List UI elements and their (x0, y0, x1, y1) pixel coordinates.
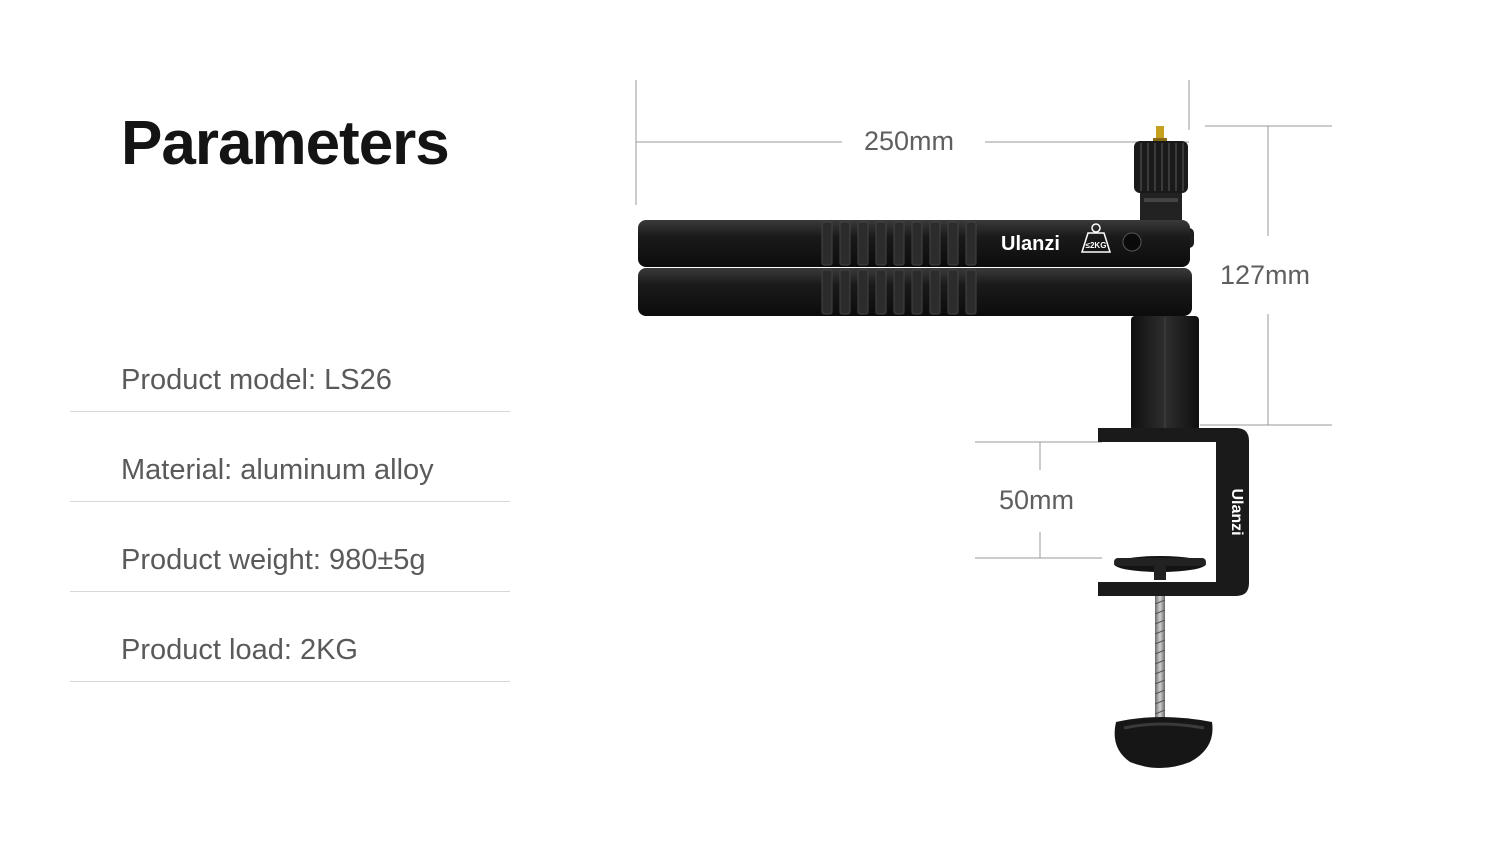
clamp-screw (1154, 596, 1166, 722)
spec-list: Product model: LS26 Material: aluminum a… (70, 322, 510, 682)
weight-load-icon: ≤2KG (1080, 223, 1112, 253)
clamp-knob-icon (1114, 717, 1213, 768)
c-clamp: Ulanzi (1098, 428, 1249, 596)
spec-row-weight: Product weight: 980±5g (70, 502, 510, 592)
spec-row-material: Material: aluminum alloy (70, 412, 510, 502)
spec-load: Product load: 2KG (121, 634, 358, 666)
dimension-height: 127mm (1216, 260, 1315, 291)
spec-model: Product model: LS26 (121, 364, 392, 396)
dimension-length: 250mm (860, 126, 959, 157)
vertical-post (1131, 316, 1199, 431)
spec-row-load: Product load: 2KG (70, 592, 510, 682)
dimension-clamp-opening: 50mm (995, 485, 1079, 516)
spec-material: Material: aluminum alloy (121, 454, 434, 486)
spec-weight: Product weight: 980±5g (121, 544, 426, 576)
spec-row-model: Product model: LS26 (70, 322, 510, 412)
upper-arm: Ulanzi ≤2KG (638, 220, 1190, 267)
load-badge: ≤2KG (1086, 241, 1107, 250)
brand-logo-arm: Ulanzi (1001, 233, 1060, 255)
brand-logo-clamp: Ulanzi (1228, 488, 1245, 535)
page-title: Parameters (121, 109, 450, 178)
lower-arm (638, 268, 1192, 316)
